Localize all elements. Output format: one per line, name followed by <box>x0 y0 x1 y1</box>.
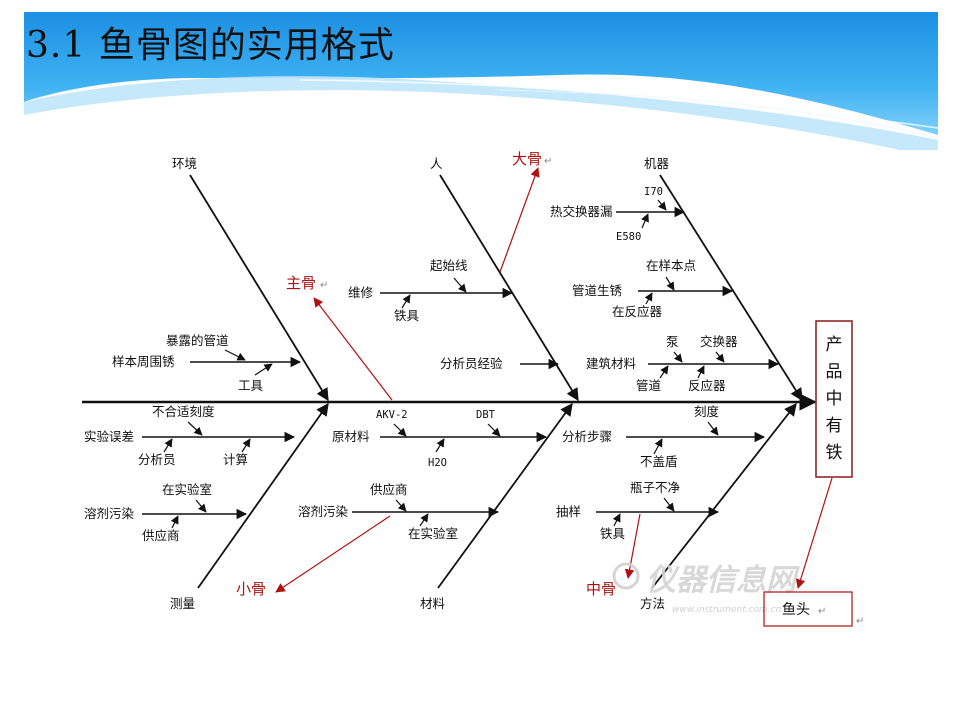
cause-dbt: DBT <box>476 409 496 421</box>
svg-text:↵: ↵ <box>544 156 552 167</box>
category-measurement: 测量 <box>170 596 195 611</box>
header-swoosh-line <box>299 79 939 129</box>
annotation-arrow-middle-bone <box>624 513 641 579</box>
bone-measurement <box>197 402 329 589</box>
annotation-small-bone: 小骨 <box>236 580 266 598</box>
bone-machine <box>659 174 803 402</box>
watermark-logo-icon <box>612 562 640 590</box>
cause-solvent-pollution-2: 溶剂污染 <box>298 504 349 519</box>
cause-scale: 刻度 <box>694 404 720 419</box>
cause-in-lab: 在实验室 <box>162 482 212 497</box>
effect-char-4: 有 <box>826 416 843 436</box>
cause-in-reactor: 在反应器 <box>612 304 663 319</box>
category-machine: 机器 <box>644 156 670 171</box>
watermark-brand: 仪器信息网 <box>646 563 800 598</box>
effect-char-1: 产 <box>826 335 843 355</box>
cause-reactor: 反应器 <box>688 378 726 393</box>
annotation-big-bone: 大骨 <box>512 150 542 168</box>
effect-char-3: 中 <box>826 389 843 409</box>
category-method: 方法 <box>640 596 665 611</box>
cause-h2o: H2O <box>428 457 447 469</box>
cause-pump: 泵 <box>666 334 679 349</box>
category-material: 材料 <box>420 596 446 611</box>
cause-experiment-error: 实验误差 <box>84 429 134 444</box>
effect-char-5: 铁 <box>826 443 843 463</box>
annotation-middle-bone: 中骨 <box>586 580 616 598</box>
cause-tool: 工具 <box>238 378 264 393</box>
slide-title: 3.1 鱼骨图的实用格式 <box>26 25 395 66</box>
effect-box <box>815 320 853 478</box>
category-people: 人 <box>430 156 443 171</box>
category-environment: 环境 <box>172 156 197 171</box>
annotation-arrow-small-bone <box>275 515 391 593</box>
cause-calculation: 计算 <box>223 452 248 467</box>
fishbone-diagram: 产 品 中 有 铁 环境 人 机器 测量 材料 方法 样本周围锈 暴露的管道 工… <box>82 150 864 627</box>
header-band <box>24 12 938 135</box>
cause-pipe-rust: 管道生锈 <box>572 283 623 298</box>
cause-e580: E580 <box>616 231 641 243</box>
cause-maintenance: 维修 <box>348 285 374 300</box>
cause-solvent-pollution: 溶剂污染 <box>84 506 135 521</box>
cause-heat-exchanger-leak: 热交换器漏 <box>550 204 613 219</box>
svg-text:↵: ↵ <box>320 280 328 291</box>
annotation-arrow-fish-head <box>795 477 833 589</box>
cause-raw-material: 原材料 <box>332 429 370 444</box>
cause-analyst-experience: 分析员经验 <box>440 356 503 371</box>
svg-text:↵: ↵ <box>856 616 864 627</box>
watermark-url: www.instrument.com.cn <box>672 605 782 615</box>
cause-bottle-unclean: 瓶子不净 <box>630 480 680 495</box>
cause-exposed-pipe: 暴露的管道 <box>166 333 229 348</box>
cause-in-lab-2: 在实验室 <box>408 526 458 541</box>
cause-not-covered: 不盖盾 <box>640 454 678 469</box>
bone-environment <box>189 174 329 402</box>
annotation-main-bone: 主骨 <box>286 274 316 292</box>
cause-analysis-steps: 分析步骤 <box>562 429 612 444</box>
cause-sample-rust: 样本周围锈 <box>112 354 175 369</box>
cause-iron-tool: 铁具 <box>394 308 420 323</box>
cause-iron-tool-2: 铁具 <box>600 526 626 541</box>
bone-method <box>651 403 797 589</box>
fish-head-box <box>763 591 853 627</box>
svg-text:↵: ↵ <box>818 606 826 617</box>
annotation-arrow-main-bone <box>313 297 393 401</box>
cause-starting-line: 起始线 <box>430 258 468 273</box>
cause-i70: I70 <box>644 186 663 198</box>
bone-material <box>437 402 573 589</box>
cause-pipeline: 管道 <box>636 378 662 393</box>
cause-building-material: 建筑材料 <box>586 356 637 371</box>
cause-supplier: 供应商 <box>142 528 180 543</box>
cause-akv2: AKV-2 <box>376 409 408 421</box>
annotation-arrow-big-bone <box>499 167 540 273</box>
cause-exchanger: 交换器 <box>700 334 738 349</box>
cause-analyst: 分析员 <box>138 452 176 467</box>
cause-sampling: 抽样 <box>556 504 581 519</box>
cause-at-sample-point: 在样本点 <box>646 258 696 273</box>
effect-char-2: 品 <box>826 362 843 382</box>
cause-unsuitable-scale: 不合适刻度 <box>152 404 215 419</box>
header-swoosh <box>24 76 938 150</box>
annotation-fish-head: 鱼头 <box>782 601 810 618</box>
cause-supplier-2: 供应商 <box>370 482 408 497</box>
header-banner <box>24 12 939 150</box>
